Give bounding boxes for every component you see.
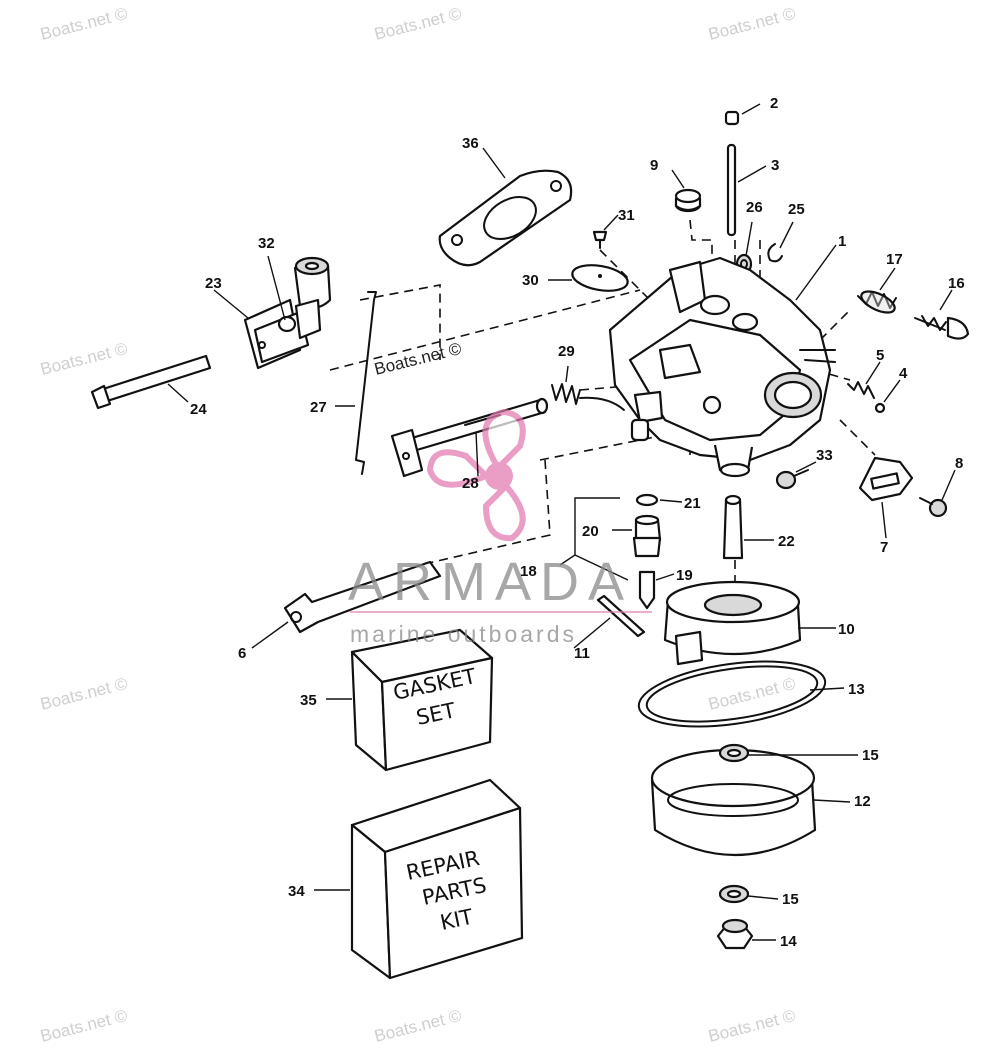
callout-2: 2 [770,95,778,112]
part-21-o-ring [635,493,659,507]
part-2-cap [724,110,740,126]
callout-9: 9 [650,157,658,174]
watermark-center: Boats.net © [372,339,463,379]
part-32-fitting [277,256,332,340]
callout-22: 22 [778,533,795,550]
part-25-clip [767,243,783,263]
part-33-screw [775,469,809,490]
callout-23: 23 [205,275,222,292]
part-11-pin [596,594,646,638]
callout-10: 10 [838,621,855,638]
part-10-float [663,580,802,666]
callout-31: 31 [618,207,635,224]
brand-title: ARMADA [348,552,633,612]
callout-7: 7 [880,539,888,556]
part-20-jet [632,514,662,558]
watermark: Boats.net © [38,4,129,44]
watermark: Boats.net © [706,1006,797,1046]
callout-33: 33 [816,447,833,464]
part-8-screw [919,497,948,518]
callout-6: 6 [238,645,246,662]
callout-20: 20 [582,523,599,540]
callout-8: 8 [955,455,963,472]
part-7-plate [858,456,914,502]
callout-19: 19 [676,567,693,584]
brand-watermark: ARMADA marine outboards [348,552,652,647]
part-24-bolt [90,354,212,410]
callout-34: 34 [288,883,305,900]
part-3-rod [726,143,737,237]
part-1-carburetor-body [608,256,836,478]
callout-25: 25 [788,201,805,218]
watermark: Boats.net © [706,4,797,44]
callout-17: 17 [886,251,903,268]
callout-12: 12 [854,793,871,810]
callout-28: 28 [462,475,479,492]
watermark: Boats.net © [38,1006,129,1046]
part-6-lever [283,560,442,634]
part-29-spring [551,383,625,411]
callout-14: 14 [780,933,797,950]
part-22-needle [722,494,744,560]
callout-4: 4 [899,365,908,382]
part-19-needle [638,570,656,610]
part-15-washer-top [718,743,750,763]
part-5-spring [847,381,875,399]
propeller-logo-icon [426,408,526,542]
watermark: Boats.net © [372,1006,463,1046]
callout-1: 1 [838,233,846,250]
callout-numbers: 1 2 3 4 5 6 7 8 9 10 11 12 13 14 15 15 1… [190,95,965,950]
watermark: Boats.net © [38,339,129,379]
callout-29: 29 [558,343,575,360]
callout-11: 11 [574,645,590,662]
callout-13: 13 [848,681,865,698]
part-35-gasket-set-box: GASKET SET [350,628,494,772]
part-30-disc [571,264,629,292]
part-27-link-rod [355,291,377,475]
callout-5: 5 [876,347,884,364]
watermark: Boats.net © [38,674,129,714]
callout-18-bracket [559,497,629,581]
watermark: Boats.net © [372,4,463,44]
callout-15-lower: 15 [782,891,799,908]
part-9-plug [674,188,702,213]
part-16-needle [914,315,970,340]
part-17-spring [857,290,897,314]
callout-16: 16 [948,275,965,292]
callout-26: 26 [746,199,763,216]
callout-30: 30 [522,272,539,289]
part-34-repair-kit-box: REPAIR PARTS KIT [350,778,524,980]
callout-27: 27 [310,399,327,416]
part-4-ball [874,402,886,414]
callout-35: 35 [300,692,317,709]
part-13-gasket [637,660,827,728]
callout-15: 15 [862,747,879,764]
part-31-screw [592,230,608,249]
leader-lines [167,103,956,941]
callout-21: 21 [684,495,701,512]
part-15-washer-bottom [718,884,750,904]
callout-24: 24 [190,401,207,418]
callout-36: 36 [462,135,479,152]
part-14-plug [716,918,754,950]
callout-3: 3 [771,157,779,174]
part-36-flange-gasket [438,169,573,267]
callout-32: 32 [258,235,275,252]
brand-subtitle: marine outboards [350,621,577,647]
part-12-float-bowl [650,748,817,857]
callout-18: 18 [520,563,537,580]
